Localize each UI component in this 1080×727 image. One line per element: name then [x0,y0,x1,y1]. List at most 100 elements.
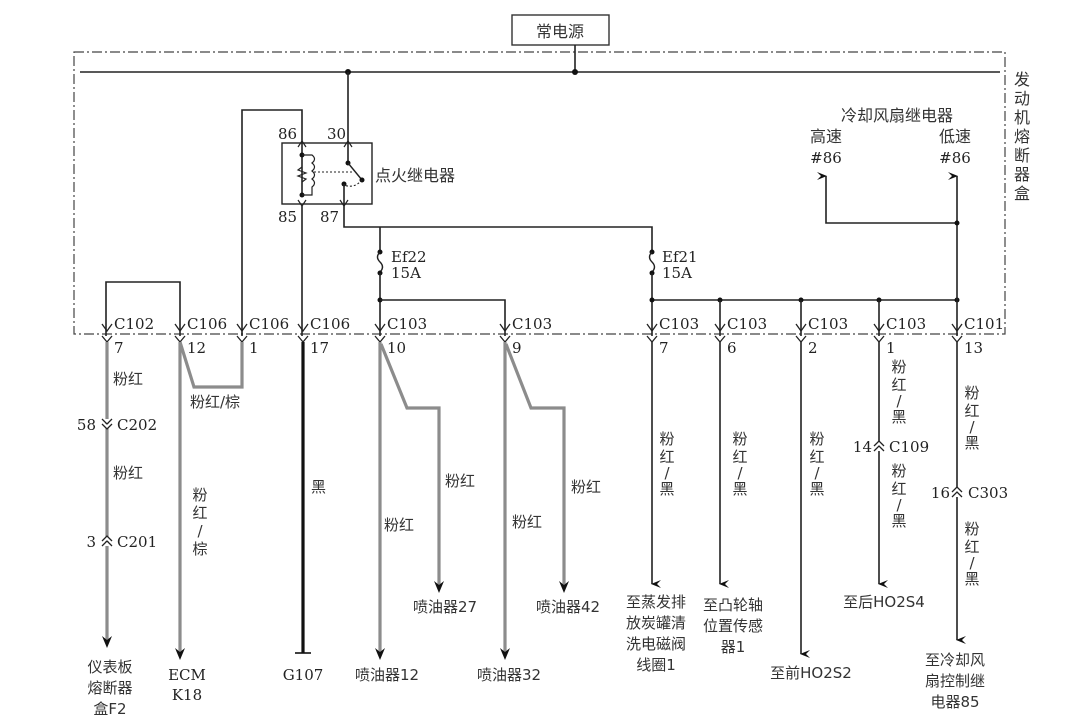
relay-pin-label: 85 [278,208,297,226]
wire-color-label: 红 [964,402,979,420]
connector-pin: 2 [808,339,818,357]
wire-color-label: 粉红/棕 [190,393,240,411]
destination-label: 喷油器12 [355,666,419,684]
wire-color-label: 粉 [732,430,747,448]
power-source-box [511,14,610,46]
wire-color-label: 粉 [659,430,674,448]
destination-label: 熔断器 [87,679,132,697]
wire-color-label: 红 [891,480,906,498]
wire-color-label: / [969,554,975,572]
relay-pin-label: 87 [320,208,339,226]
connector-socket-icon [236,335,248,344]
connector-name: C103 [512,315,552,333]
pin-arrow-icon [343,139,353,148]
connector-socket-icon [873,335,885,344]
junction-dot [954,220,960,226]
wire-color-label: 粉红 [445,472,475,490]
connector-name: C103 [659,315,699,333]
wire-color-vertical: 粉 红 / 黑 [891,358,906,426]
wire-color-label: 黑 [891,408,906,426]
destination-label: 位置传感 [703,617,763,635]
connector-name: C106 [187,315,227,333]
destination-label: 至凸轮轴 [703,596,763,614]
wire-color-label: 红 [809,448,824,466]
connector-name: C103 [808,315,848,333]
connector-name: C103 [727,315,767,333]
connector-name: C101 [964,315,1004,333]
destination-label: 喷油器32 [477,666,541,684]
relay-pin86-wire [241,109,303,336]
arrow-icon [500,648,510,660]
wire-color-vertical: 粉 红 / 黑 [964,384,979,452]
fuse-ef22: Ef22 15A [376,248,427,282]
destination-label: 电器85 [930,693,979,711]
wire-color-label: 红 [659,448,674,466]
inline-connector-name: C202 [117,416,157,434]
wire-color-label: 黑 [964,434,979,452]
inline-connector-pin: 16 [931,484,950,502]
wire-color-label: 红 [964,538,979,556]
destination-label: 洗电磁阀 [626,635,686,653]
destination-label: 器1 [721,638,746,656]
relay-pin-label: 86 [278,125,297,143]
connector-pin: 1 [249,339,259,357]
connector: C101 13 [951,315,1004,357]
connector-socket-icon [101,335,113,344]
wire-color-label: 粉 [964,520,979,538]
connector-arrow-icon [714,323,726,333]
inline-connector-icon [873,440,885,452]
wire-color-label: 粉红 [384,516,414,534]
arrow-icon [175,648,185,660]
destination-label: ECM [168,666,206,684]
relay-pin-label: 30 [327,125,346,143]
wire-color-label: / [197,522,203,540]
relay-output-wire [343,210,653,250]
fuse-ef21: Ef21 15A [648,248,698,282]
connector-name: C106 [249,315,289,333]
connector-socket-icon [174,335,186,344]
fuse-box-label-char: 动 [1014,89,1030,108]
connector-arrow-icon [951,323,963,333]
wire-color-label: / [814,464,820,482]
fuse-rating: 15A [662,264,692,282]
connector-arrow-icon [374,323,386,333]
inline-connector-name: C109 [889,438,929,456]
connector-pin: 13 [964,339,983,357]
connector-pin: 17 [310,339,329,357]
destination-label: G107 [283,666,324,684]
wire-color-label: 黑 [732,480,747,498]
connector-name: C103 [387,315,427,333]
power-source-label: 常电源 [536,22,584,41]
wire-color-label: / [896,496,902,514]
connector: C106 1 [236,315,289,357]
destination-label: 放炭罐清 [626,614,686,632]
connector-arrow-icon [795,323,807,333]
inline-connector-name: C303 [968,484,1008,502]
wire-color-label: 粉红 [113,370,143,388]
inline-connector-icon [101,418,113,430]
connector-socket-icon [499,335,511,344]
inline-connector-pin: 58 [77,416,96,434]
connector-pin: 1 [886,339,896,357]
wire-color-label: / [896,392,902,410]
wire-color-label: 粉 [891,358,906,376]
fan-high-label: 高速 [810,127,842,146]
wire-color-vertical: 粉 红 / 黑 [659,430,674,498]
connector-name: C102 [114,315,154,333]
wire-color-label: 粉 [192,486,207,504]
wire-color-label: / [969,418,975,436]
switch-blade [347,162,363,181]
wire-color-label: / [664,464,670,482]
fuse-icon [648,251,656,273]
relay-box [281,142,373,205]
junction-dot [649,297,655,303]
connector-name: C103 [886,315,926,333]
ignition-relay-label: 点火继电器 [375,166,455,185]
ef22-branch [380,299,506,336]
wire-color-label: 粉红 [512,513,542,531]
connector-pin: 12 [187,339,206,357]
connector-pin: 9 [512,339,522,357]
